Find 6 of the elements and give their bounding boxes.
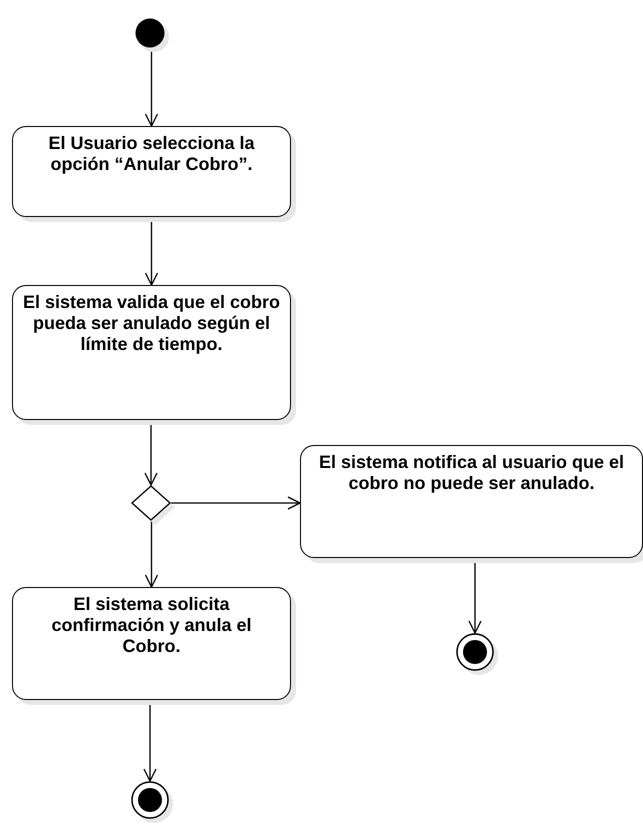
action-text: El sistema valida que el cobro pueda ser anulado según el límite de tiempo. — [22, 292, 282, 355]
arrow — [144, 521, 158, 588]
action-text: El sistema notifica al usuario que el cobro no puede ser anulado. — [318, 452, 626, 494]
action-text: El sistema solicita confirmación y anula el Cobro. — [50, 594, 253, 657]
action-text: El Usuario selecciona la opción “Anular Cobro”. — [47, 133, 256, 175]
arrow — [171, 496, 301, 510]
